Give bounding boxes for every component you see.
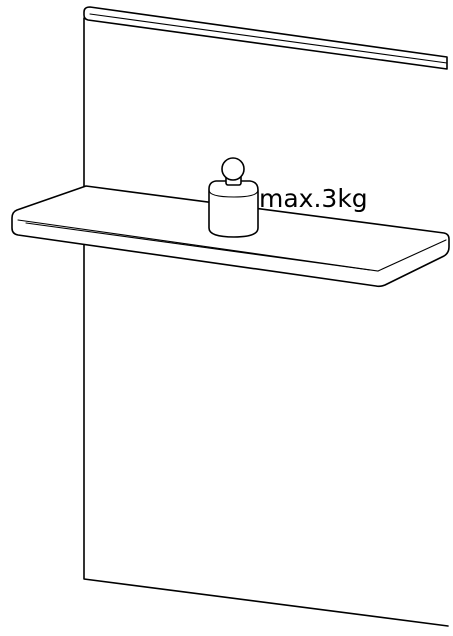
- shelf-front-edge: [17, 219, 447, 272]
- top-rail-groove: [89, 13, 448, 64]
- weight-icon: [208, 157, 259, 238]
- wall-panel-outline: [83, 17, 449, 627]
- top-rail: [83, 6, 448, 70]
- wall-panel: [83, 17, 449, 627]
- max-load-label: max.3kg: [259, 184, 368, 213]
- weight-top-rim: [208, 189, 259, 198]
- shelf-highlight: [25, 222, 371, 271]
- weight-body: [208, 180, 259, 238]
- weight-knob: [221, 157, 245, 181]
